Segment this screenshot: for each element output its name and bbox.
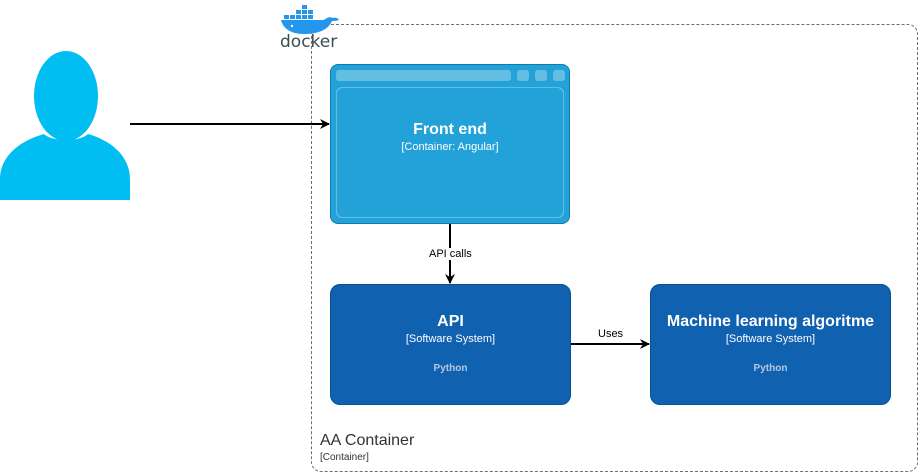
ml-type: [Software System] xyxy=(725,333,816,345)
docker-whale-icon xyxy=(281,5,339,34)
edge-label-api-calls: API calls xyxy=(427,248,474,260)
frontend-title: Front end xyxy=(413,121,487,138)
docker-wordmark: docker xyxy=(280,32,338,52)
frontend-container[interactable]: Front end [Container: Angular] xyxy=(330,64,570,224)
frontend-type: [Container: Angular] xyxy=(401,141,499,153)
boundary-title: AA Container xyxy=(320,432,415,449)
api-title: API xyxy=(437,313,464,330)
boundary-type: [Container] xyxy=(320,452,369,463)
container-boundary xyxy=(311,24,918,472)
browser-viewport xyxy=(336,87,564,218)
ml-tech: Python xyxy=(753,363,788,374)
edge-label-uses: Uses xyxy=(596,328,626,340)
api-system[interactable]: API [Software System] Python xyxy=(330,284,571,405)
browser-button-icon xyxy=(517,70,529,81)
api-type: [Software System] xyxy=(405,333,496,345)
browser-button-icon xyxy=(535,70,547,81)
ml-system[interactable]: Machine learning algoritme [Software Sys… xyxy=(650,284,891,405)
ml-title: Machine learning algoritme xyxy=(666,313,875,330)
person-icon xyxy=(0,51,130,200)
browser-button-icon xyxy=(553,70,565,81)
api-tech: Python xyxy=(433,363,468,374)
browser-address-bar xyxy=(336,70,511,81)
